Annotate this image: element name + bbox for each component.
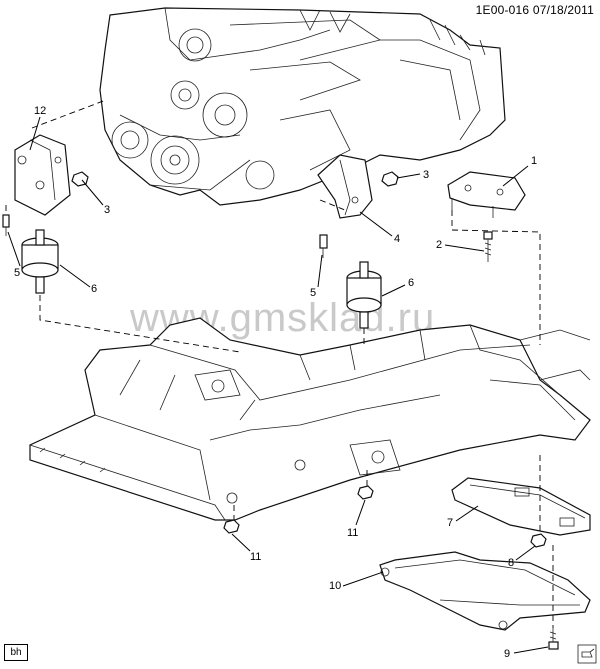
- callout-4: 4: [394, 233, 400, 245]
- diagram-badge: bh: [4, 644, 28, 661]
- callout-6-left: 6: [91, 283, 97, 295]
- callout-9: 9: [504, 648, 510, 660]
- transmission-support: [451, 477, 591, 536]
- callout-10: 10: [329, 580, 341, 592]
- crossmember-bolt: [548, 628, 559, 650]
- bolt-left: [2, 214, 10, 236]
- callout-8: 8: [508, 557, 514, 569]
- engine-mount-left: [21, 229, 59, 294]
- crossmember-shield: [379, 551, 591, 631]
- transmission-support-nut: [530, 533, 547, 548]
- engine-cradle-frame: [29, 317, 591, 521]
- engine-assembly: [99, 7, 506, 206]
- transmission-mount-bolt: [483, 231, 493, 262]
- callout-3-left: 3: [104, 204, 110, 216]
- nut-right: [381, 171, 399, 187]
- transmission-mount: [447, 171, 526, 218]
- callout-6-right: 6: [408, 277, 414, 289]
- callout-5-left: 5: [14, 267, 20, 279]
- callout-3-right: 3: [423, 169, 429, 181]
- bolt-right: [319, 234, 328, 258]
- callout-11-right: 11: [347, 527, 358, 539]
- callout-2: 2: [436, 239, 442, 251]
- callout-12: 12: [34, 105, 46, 117]
- cradle-nut-right: [357, 485, 374, 500]
- engine-mount-bracket-left: [14, 134, 71, 216]
- callout-1: 1: [531, 155, 537, 167]
- leader-lines: [7, 116, 549, 654]
- diagram-date: 07/18/2011: [532, 3, 594, 17]
- diagram-code: 1E00-016: [475, 3, 530, 17]
- callout-5-right: 5: [310, 287, 316, 299]
- oil-can-icon: [577, 644, 597, 664]
- callout-7: 7: [447, 517, 453, 529]
- cradle-nut-left: [223, 519, 240, 534]
- callout-11-left: 11: [250, 551, 261, 563]
- diagram-header: 1E00-016 07/18/2011: [476, 3, 594, 17]
- engine-mount-bracket-right: [317, 154, 373, 219]
- alignment-lines: [5, 99, 554, 628]
- engine-mount-right: [346, 261, 382, 329]
- callout-labels: 1 2 3 3 4 5 5 6 6 7 8 9 10 11 11 12: [14, 105, 537, 660]
